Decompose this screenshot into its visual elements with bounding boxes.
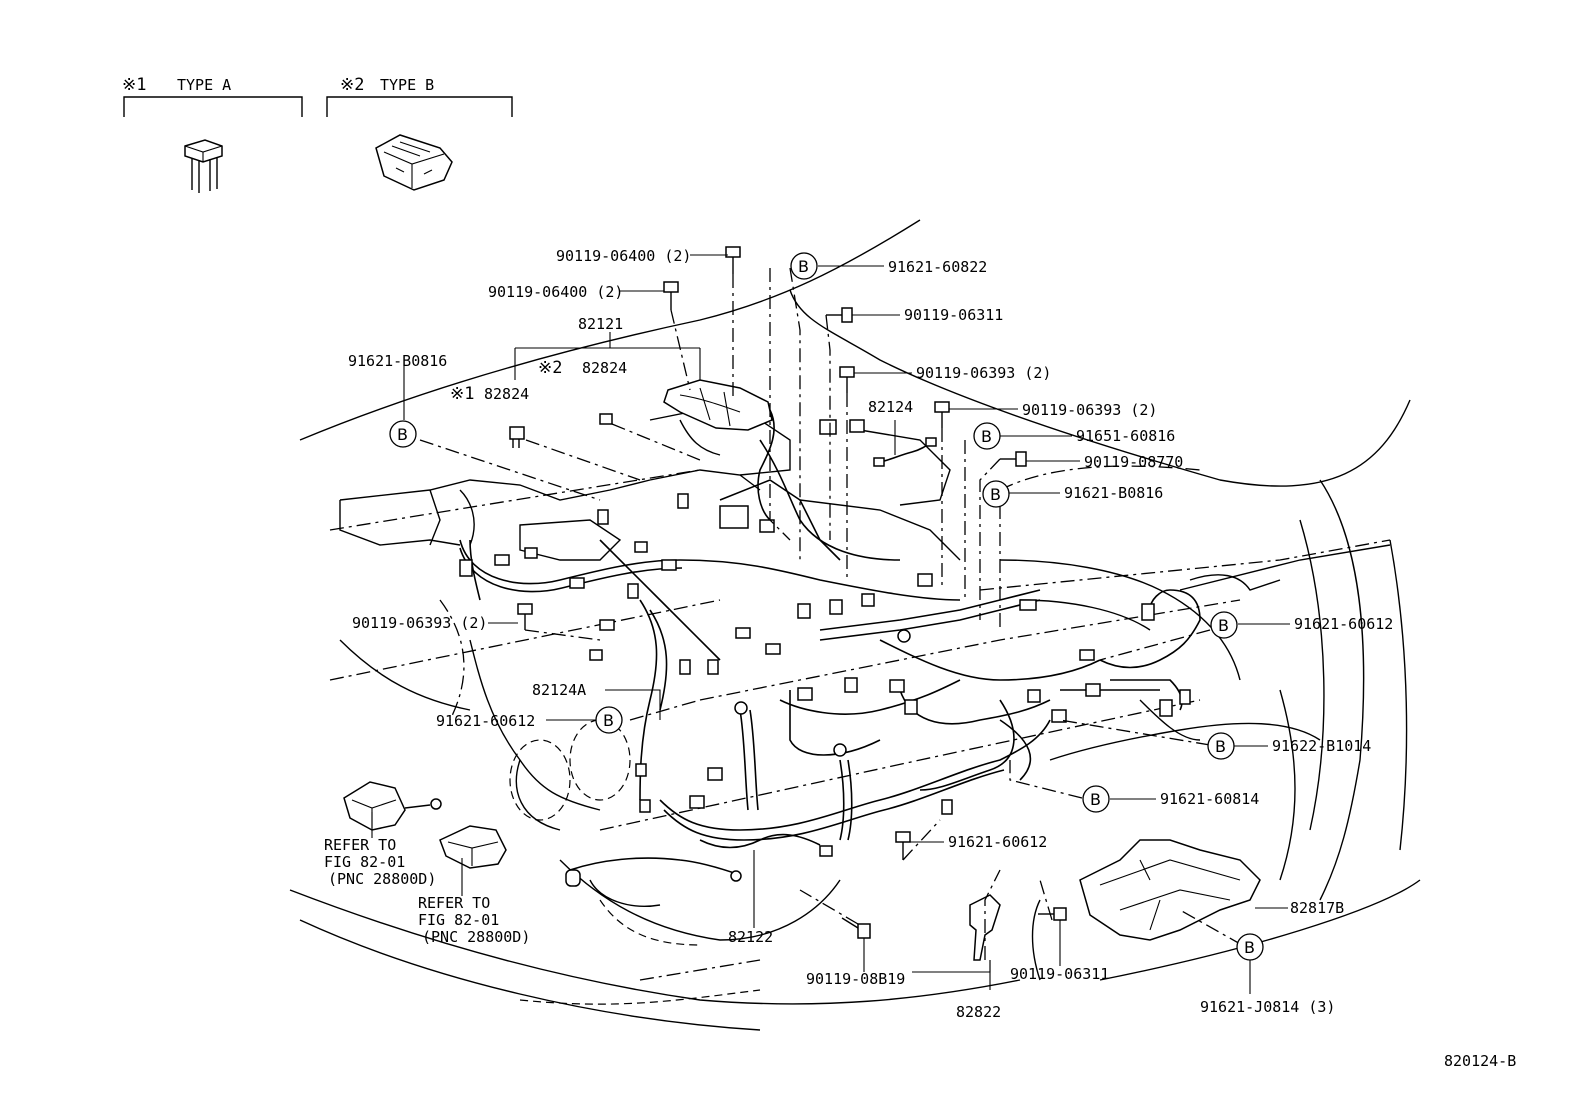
bolt-90119-06393-c-icon [517, 603, 533, 630]
callout-91621-60612-right: 91621-60612 [1294, 615, 1393, 633]
clip-82824-type-a-icon [509, 426, 525, 448]
refer-right-line2: FIG 82-01 [418, 911, 499, 929]
engine-wire-cover-82121 [663, 379, 775, 521]
sensor-wire-82124 [873, 437, 937, 467]
callout-90119-06311-top: 90119-06311 [904, 306, 1003, 324]
callout-90119-06400-a: 90119-06400 (2) [556, 247, 691, 265]
callout-82121: 82121 [578, 315, 623, 333]
marker-b-9: B [1236, 933, 1264, 961]
callout-82122: 82122 [728, 928, 773, 946]
callout-90119-06393-c: 90119-06393 (2) [352, 614, 487, 632]
callout-90119-06400-b: 90119-06400 (2) [488, 283, 623, 301]
marker-b-4: B [982, 480, 1010, 508]
callout-82124: 82124 [868, 398, 913, 416]
marker-b-4-text: B [990, 485, 1001, 504]
callout-90119-06393-b: 90119-06393 (2) [1022, 401, 1157, 419]
marker-b-3-text: B [981, 427, 992, 446]
leader-lines [371, 254, 1290, 994]
callout-82817b: 82817B [1290, 899, 1344, 917]
type-b-label: TYPE B [380, 76, 434, 94]
type-a-label: TYPE A [177, 76, 231, 94]
type-a-clip-icon [184, 139, 223, 193]
callout-91621-b0816-left: 91621-B0816 [348, 352, 447, 370]
refer-right-line1: REFER TO [418, 894, 490, 912]
marker-b-2: B [389, 420, 417, 448]
marker-b-7-text: B [1215, 737, 1226, 756]
refer-left-line1: REFER TO [324, 836, 396, 854]
callout-91621-60612-left: 91621-60612 [436, 712, 535, 730]
marker-b-8-text: B [1090, 790, 1101, 809]
bolt-90119-06393-b-icon [934, 401, 950, 428]
marker-b-3: B [973, 422, 1001, 450]
callout-82124a: 82124A [532, 681, 586, 699]
callout-90119-08770: 90119-08770 [1084, 453, 1183, 471]
bolt-90119-08770-icon [1000, 451, 1027, 467]
refer-left-line2: FIG 82-01 [324, 853, 405, 871]
callout-90119-08b19: 90119-08B19 [806, 970, 905, 988]
refer-left-line3: (PNC 28800D) [328, 870, 436, 888]
refer-cover-left [343, 781, 442, 831]
bolt-90119-06311-top-icon [826, 307, 853, 323]
callout-90119-06393-a: 90119-06393 (2) [916, 364, 1051, 382]
type-a-mark: ※1 [122, 75, 146, 95]
marker-b-6-text: B [603, 711, 614, 730]
marker-b-5-text: B [1218, 616, 1229, 635]
marker-b-8: B [1082, 785, 1110, 813]
type-b-connector-icon [375, 134, 453, 191]
bolt-90119-06393-a-icon [839, 366, 855, 393]
legend-type-b: ※2 TYPE B [326, 75, 513, 191]
bolt-90119-08b19-icon [841, 917, 871, 939]
refer-cover-right [439, 825, 507, 869]
callout-91621-b0816-right: 91621-B0816 [1064, 484, 1163, 502]
type-b-mark: ※2 [340, 75, 364, 95]
refer-note-left: REFER TO FIG 82-01 (PNC 28800D) [324, 836, 436, 888]
protector-82817b [1079, 839, 1261, 941]
marker-b-1: B [790, 252, 818, 280]
callout-90119-06311-bottom: 90119-06311 [1010, 965, 1109, 983]
callout-91621-60814: 91621-60814 [1160, 790, 1259, 808]
bolt-91621-60612-icon [895, 831, 911, 860]
legend-type-a: ※1 TYPE A [122, 75, 303, 193]
bolt-icons [509, 246, 1067, 939]
body-outline [289, 219, 1421, 1031]
bolt-90119-06400-a-icon [725, 246, 741, 274]
callout-91621-60612-bottom: 91621-60612 [948, 833, 1047, 851]
callout-91621-j0814: 91621-J0814 (3) [1200, 998, 1335, 1016]
marker-b-2-text: B [397, 425, 408, 444]
bolt-90119-06400-b-icon [663, 281, 679, 310]
callout-labels: 90119-06400 (2) 90119-06400 (2) 91621-60… [348, 247, 1393, 1021]
callout-82824-type-b: 82824 [582, 359, 627, 377]
refer-note-right: REFER TO FIG 82-01 (PNC 28800D) [418, 894, 530, 946]
marker-b-6: B [595, 706, 623, 734]
figure-id: 820124-B [1444, 1052, 1516, 1070]
engine-block [329, 409, 1391, 981]
callout-82824-type-b-mark: ※2 [538, 358, 562, 378]
callout-82824-type-a: 82824 [484, 385, 529, 403]
leader-dashes [419, 267, 1243, 960]
marker-b-7: B [1207, 732, 1235, 760]
callout-91651-60816: 91651-60816 [1076, 427, 1175, 445]
marker-b-1-text: B [798, 257, 809, 276]
callout-91621-60822: 91621-60822 [888, 258, 987, 276]
marker-b-5: B [1210, 611, 1238, 639]
callout-91622-b1014: 91622-B1014 [1272, 737, 1371, 755]
marker-b-9-text: B [1244, 938, 1255, 957]
bolt-90119-06311-bottom-icon [1038, 907, 1067, 921]
harness-connectors [459, 413, 1191, 887]
refer-right-line3: (PNC 28800D) [422, 928, 530, 946]
wire-harness [459, 439, 1201, 876]
callout-82824-type-a-mark: ※1 [450, 384, 474, 404]
callout-82822: 82822 [956, 1003, 1001, 1021]
